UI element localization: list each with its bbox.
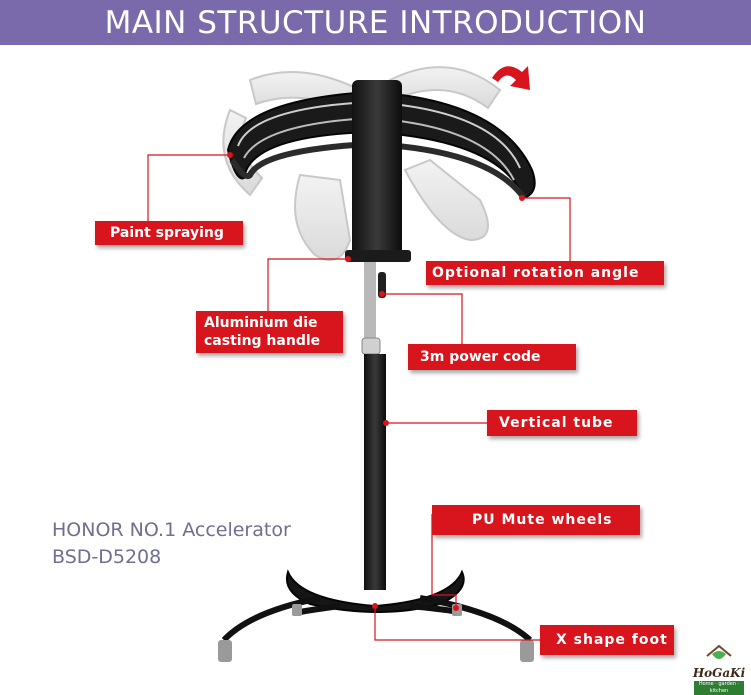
house-leaf-icon xyxy=(706,644,732,659)
callout-vertical-tube: Vertical tube xyxy=(487,410,637,436)
callout-label: Vertical tube xyxy=(499,415,614,431)
wheels xyxy=(218,604,534,662)
x-shape-base xyxy=(286,569,465,613)
callout-x-foot: X shape foot xyxy=(540,625,674,655)
logo-wordmark: HoGaKi xyxy=(692,666,746,680)
center-housing xyxy=(352,80,402,260)
vertical-tube xyxy=(364,354,386,590)
callout-power-code: 3m power code xyxy=(408,344,576,370)
callout-label: X shape foot xyxy=(556,632,668,648)
callout-paint-spraying: Paint spraying xyxy=(95,221,243,245)
leader-dots xyxy=(227,152,525,611)
logo-tagline: Home · garden · kitchen xyxy=(694,681,744,695)
callout-label: Paint spraying xyxy=(110,225,224,241)
leader-lines xyxy=(147,154,571,641)
callout-aluminium-handle: Aluminium die casting handle xyxy=(196,311,343,353)
rotation-arrow-icon xyxy=(492,66,530,90)
callout-rotation-angle: Optional rotation angle xyxy=(426,261,664,285)
product-name: HONOR NO.1 Accelerator xyxy=(52,519,291,541)
callout-label: 3m power code xyxy=(420,349,541,365)
callout-label-line2: casting handle xyxy=(204,333,321,349)
callout-label-line1: Aluminium die xyxy=(204,315,318,331)
callout-label: Optional rotation angle xyxy=(432,265,640,281)
title-banner: MAIN STRUCTURE INTRODUCTION xyxy=(0,0,751,45)
callout-mute-wheels: PU Mute wheels xyxy=(432,505,640,535)
callout-label: PU Mute wheels xyxy=(472,512,613,528)
page-title: MAIN STRUCTURE INTRODUCTION xyxy=(104,4,647,41)
product-caption: HONOR NO.1 Accelerator BSD-D5208 xyxy=(52,517,291,571)
aluminium-handle xyxy=(364,262,376,342)
product-model: BSD-D5208 xyxy=(52,546,162,568)
brand-logo: HoGaKi Home · garden · kitchen xyxy=(690,642,748,695)
